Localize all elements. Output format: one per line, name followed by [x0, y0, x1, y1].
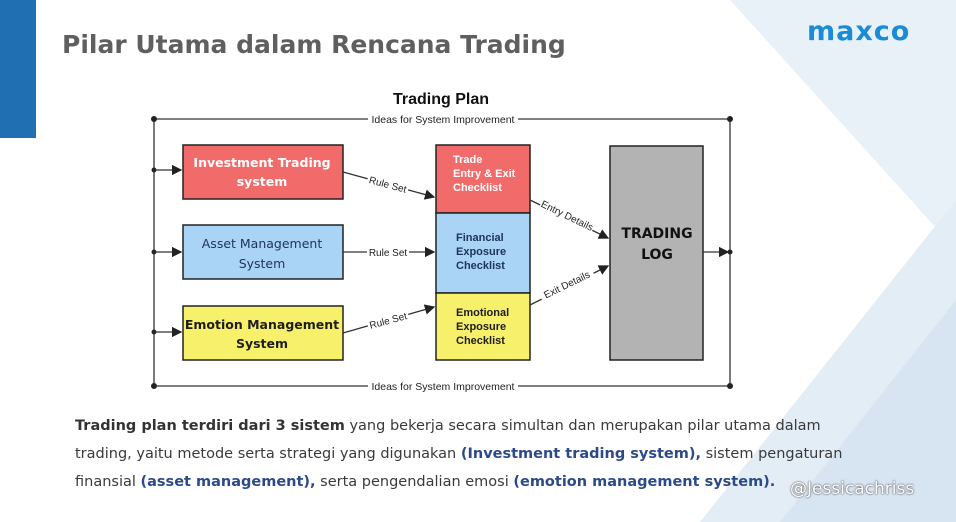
- system-emotion-line1: Emotion Management: [185, 317, 339, 332]
- system-investment: Investment Trading system: [182, 144, 344, 200]
- checklist-emotional-line1: Emotional: [456, 307, 509, 319]
- description-paragraph: Trading plan terdiri dari 3 sistem yang …: [75, 412, 875, 496]
- maxco-logo: maxco: [807, 16, 911, 47]
- accent-bar: [0, 0, 36, 138]
- system-emotion-line2: System: [236, 336, 288, 351]
- feedback-top-label: Ideas for System Improvement: [372, 114, 515, 126]
- checklist-financial-line2: Exposure: [456, 246, 506, 258]
- diagram-title: Trading Plan: [393, 91, 489, 108]
- slide-title: Pilar Utama dalam Rencana Trading: [62, 30, 566, 59]
- description-text-3: serta pengendalian emosi: [315, 474, 514, 490]
- description-text-1: yang bekerja secara simultan dan merupak…: [75, 418, 821, 462]
- checklist-emotional: Emotional Exposure Checklist: [435, 292, 531, 361]
- system-investment-line1: Investment Trading: [193, 155, 330, 170]
- checklist-financial: Financial Exposure Checklist: [435, 212, 531, 294]
- description-investment: (Investment trading system),: [460, 446, 701, 462]
- checklist-trade: Trade Entry & Exit Checklist: [435, 144, 531, 214]
- feedback-bottom-label: Ideas for System Improvement: [372, 381, 515, 393]
- checklist-financial-line3: Checklist: [456, 260, 505, 272]
- system-emotion: Emotion Management System: [182, 305, 344, 361]
- trading-log-line2: LOG: [641, 247, 673, 263]
- entry-details-label: Entry Details: [539, 199, 595, 234]
- system-asset: Asset Management System: [182, 224, 344, 280]
- trading-log: TRADING LOG: [609, 145, 704, 361]
- description-text-2: sistem pengaturan finansial: [75, 446, 843, 490]
- description-lead: Trading plan terdiri dari 3 sistem: [75, 418, 345, 434]
- watermark: @Jessicachriss: [790, 479, 915, 499]
- checklist-trade-line1: Trade: [453, 154, 482, 166]
- description-asset: (asset management),: [140, 474, 316, 490]
- checklist-trade-line2: Entry & Exit: [453, 168, 516, 180]
- checklist-trade-line3: Checklist: [453, 182, 502, 194]
- checklist-emotional-line2: Exposure: [456, 321, 506, 333]
- description-emotion: (emotion management system).: [513, 474, 776, 490]
- rule-set-label-2: Rule Set: [369, 248, 408, 259]
- exit-details-label: Exit Details: [542, 270, 592, 302]
- system-investment-line2: system: [237, 174, 288, 189]
- checklist-emotional-line3: Checklist: [456, 335, 505, 347]
- system-asset-line2: System: [239, 256, 286, 271]
- trading-log-line1: TRADING: [621, 226, 692, 242]
- checklist-financial-line1: Financial: [456, 232, 504, 244]
- system-asset-line1: Asset Management: [202, 236, 323, 251]
